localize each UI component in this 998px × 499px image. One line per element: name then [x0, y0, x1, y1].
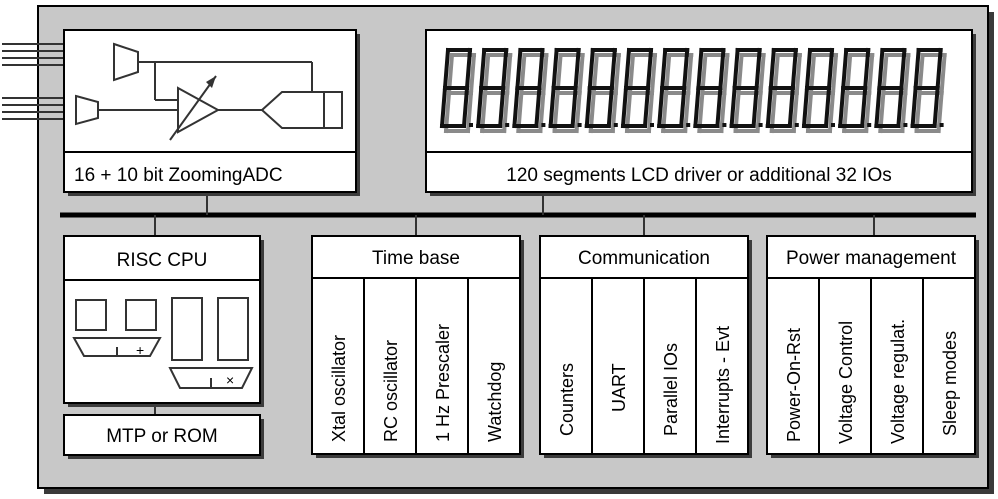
lcd-decimal-point [613, 123, 618, 127]
lcd-digit [584, 47, 621, 134]
power-label: Power management [786, 248, 957, 269]
uart-label: UART [609, 363, 629, 412]
power-on-rst-label: Power-On-Rst [784, 328, 804, 442]
lcd-decimal-point [650, 123, 654, 127]
lcd-digit [657, 47, 694, 134]
lcd-block: 120 segments LCD driver or additional 32… [425, 29, 976, 196]
lcd-digit [729, 47, 766, 134]
lcd-label: 120 segments LCD driver or additional 32… [506, 165, 891, 186]
lcd-digit [620, 47, 658, 134]
prescaler-label: 1 Hz Prescaler [433, 324, 453, 442]
timebase-block: Time base Xtal oscillator RC oscillator … [311, 235, 524, 458]
lcd-decimal-point [722, 123, 727, 127]
cpu-block: RISC CPU + × [63, 235, 264, 407]
lcd-decimal-point [903, 123, 908, 127]
lcd-digit [910, 47, 947, 134]
counters-label: Counters [557, 363, 577, 436]
interrupts-label: Interrupts - Evt [713, 326, 733, 444]
cpu-schematic [72, 297, 254, 389]
voltage-regulat-label: Voltage regulat. [888, 319, 908, 444]
sleep-modes-label: Sleep modes [940, 331, 960, 436]
power-block: Power management Power-On-Rst Voltage Co… [766, 235, 979, 458]
lcd-decimal-point [794, 123, 799, 127]
lcd-digit [765, 47, 802, 134]
adc-input-pins [2, 43, 70, 120]
lcd-decimal-point [758, 123, 763, 127]
lcd-decimal-point [831, 123, 835, 127]
cpu-label: RISC CPU [117, 250, 208, 271]
communication-block: Communication Counters UART Parallel IOs… [539, 235, 752, 458]
parallel-ios-label: Parallel IOs [661, 343, 681, 436]
voltage-control-label: Voltage Control [836, 321, 856, 444]
lcd-decimal-point [469, 123, 473, 127]
lcd-digit [693, 47, 730, 134]
multiplier-symbol: × [226, 372, 234, 388]
adder-symbol: + [136, 342, 144, 358]
timebase-label: Time base [372, 248, 460, 269]
lcd-digit [439, 47, 477, 134]
mtp-label: MTP or ROM [106, 426, 218, 447]
lcd-decimal-point [505, 123, 510, 127]
rc-oscillator-label: RC oscillator [381, 340, 401, 442]
lcd-digit [801, 47, 839, 134]
bus-taps [154, 193, 875, 415]
lcd-digit [838, 47, 875, 134]
adc-schematic [75, 42, 343, 141]
lcd-digit [512, 47, 549, 134]
adc-block: 16 + 10 bit ZoomingADC [63, 29, 360, 196]
lcd-decimal-point [577, 123, 582, 127]
lcd-digit-display [439, 47, 947, 134]
lcd-digit [548, 47, 585, 134]
communication-label: Communication [578, 248, 710, 269]
adc-label: 16 + 10 bit ZoomingADC [74, 165, 283, 186]
lcd-digit [874, 47, 911, 134]
watchdog-label: Watchdog [485, 362, 505, 442]
lcd-decimal-point [541, 123, 546, 127]
lcd-digit [476, 47, 513, 134]
lcd-decimal-point [867, 123, 872, 127]
xtal-oscillator-label: Xtal oscillator [329, 335, 349, 442]
lcd-decimal-point [939, 123, 944, 127]
lcd-decimal-point [686, 123, 691, 127]
mtp-block: MTP or ROM [63, 414, 264, 459]
